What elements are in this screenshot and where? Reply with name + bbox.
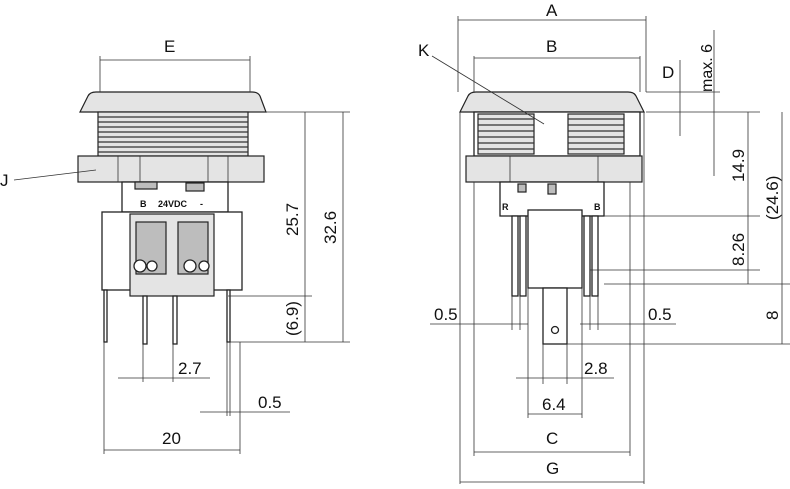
label-j: J (0, 171, 9, 190)
cap-right (459, 91, 645, 113)
cap-left (79, 91, 267, 113)
dim-25-7: 25.7 (283, 203, 302, 236)
dim-8-26: 8.26 (729, 233, 748, 266)
label-d: D (662, 63, 674, 82)
label-k: K (418, 41, 430, 60)
dim-14-9: 14.9 (729, 149, 748, 182)
center-pin (542, 287, 568, 345)
pin-left-4 (226, 289, 231, 343)
dim-8: 8 (763, 311, 782, 320)
terminal-b-marking: B (140, 199, 147, 209)
thread-section-k (477, 113, 625, 155)
right-section-view: R B A B K D max. 6 14.9 (418, 1, 790, 484)
nut-j (77, 155, 265, 183)
nut-right (465, 155, 643, 183)
inner-housing-right (527, 209, 583, 289)
dim-6-9: (6.9) (283, 301, 302, 336)
pin-left-1 (103, 289, 108, 343)
pin-left-3 (172, 295, 178, 345)
threaded-body-left (97, 111, 249, 157)
terminal-b2-marking: B (594, 202, 601, 212)
dim-20: 20 (162, 429, 181, 448)
dim-0-5-left: 0.5 (434, 305, 458, 324)
label-g: G (546, 459, 559, 478)
dim-0-5-right: 0.5 (648, 305, 672, 324)
pin-left-2 (142, 295, 148, 345)
thread-lines-left (98, 116, 248, 153)
left-side-view: B 24VDC - E J 25.7 32.6 (6.9) (0, 37, 350, 454)
terminal-r-marking: R (502, 202, 509, 212)
minus-marking: - (200, 199, 203, 209)
dim-6-4: 6.4 (542, 395, 566, 414)
label-a: A (546, 1, 558, 20)
label-c: C (546, 429, 558, 448)
dim-32-6: 32.6 (321, 211, 340, 244)
dim-24-6: (24.6) (763, 176, 782, 220)
dim-max-6: max. 6 (699, 44, 716, 92)
voltage-marking: 24VDC (158, 199, 188, 209)
dim-0-5-bottom: 0.5 (258, 393, 282, 412)
label-b: B (546, 37, 557, 56)
label-e: E (164, 37, 175, 56)
dim-2-7: 2.7 (178, 359, 202, 378)
dim-2-8: 2.8 (584, 359, 608, 378)
